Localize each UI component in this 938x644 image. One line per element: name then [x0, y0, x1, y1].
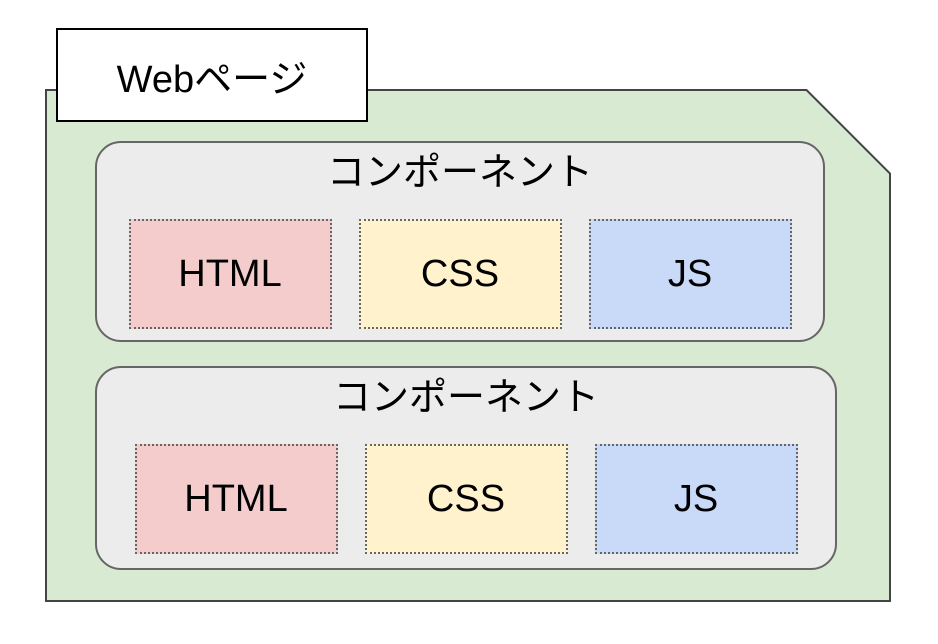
component-2-css-box: CSS	[364, 444, 568, 554]
component-card-2: コンポーネント HTML CSS JS	[95, 366, 837, 570]
component-1-box-row: HTML CSS JS	[97, 219, 823, 329]
component-2-html-label: HTML	[184, 477, 288, 520]
component-2-title: コンポーネント	[332, 377, 599, 419]
component-1-html-label: HTML	[178, 252, 282, 295]
component-1-js-box: JS	[588, 219, 792, 329]
component-1-css-label: CSS	[420, 252, 500, 295]
component-1-html-box: HTML	[128, 219, 332, 329]
component-1-js-label: JS	[667, 252, 713, 295]
component-1-css-box: CSS	[358, 219, 562, 329]
webpage-label-text: Webページ	[116, 58, 308, 101]
component-2-box-row: HTML CSS JS	[97, 444, 835, 554]
webpage-label-box: Webページ	[56, 28, 368, 122]
component-2-html-box: HTML	[134, 444, 338, 554]
component-2-js-box: JS	[594, 444, 798, 554]
component-1-title: コンポーネント	[326, 152, 593, 194]
component-2-js-label: JS	[673, 477, 719, 520]
component-card-1: コンポーネント HTML CSS JS	[95, 141, 825, 342]
component-2-css-label: CSS	[426, 477, 506, 520]
